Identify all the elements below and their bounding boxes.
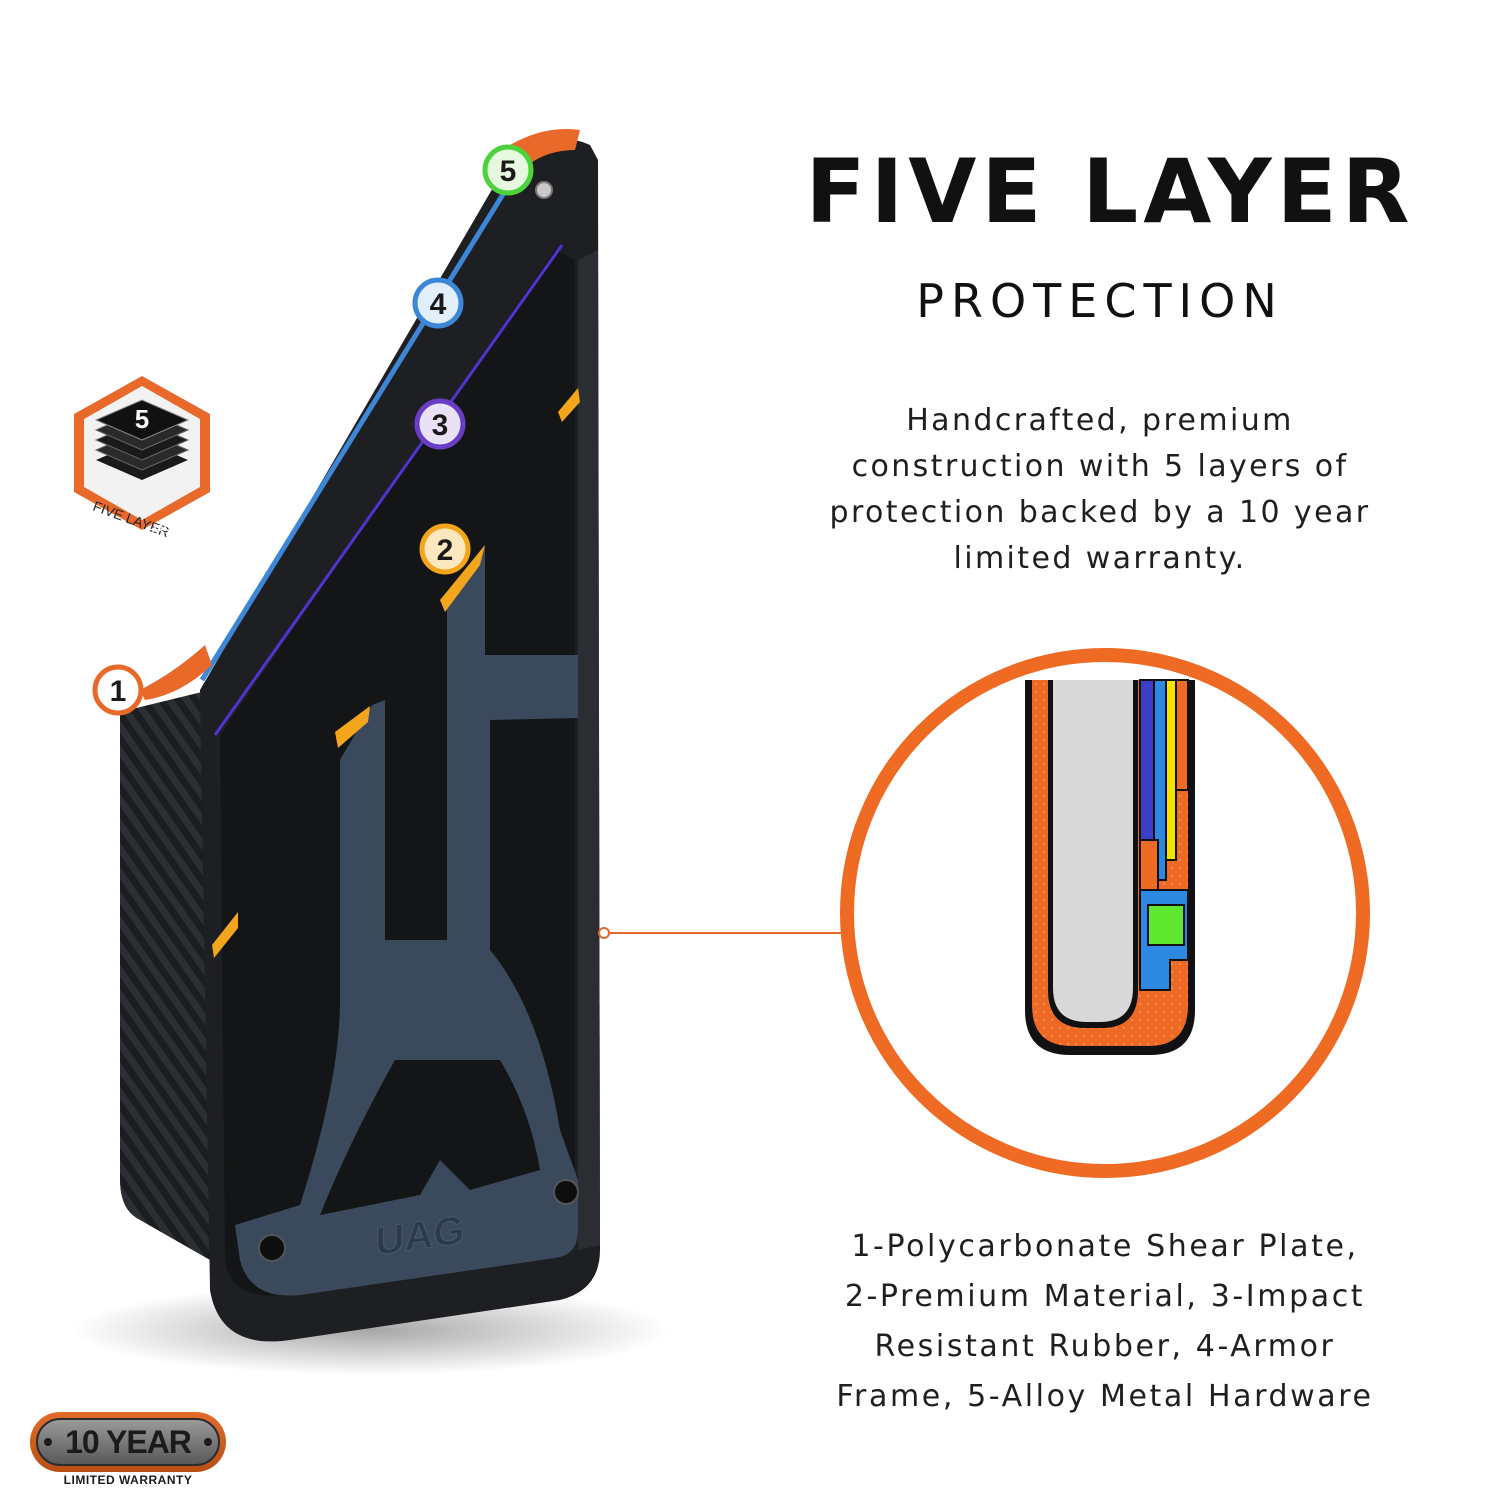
accent-tab	[335, 706, 370, 748]
layers-paragraph: 1-Polycarbonate Shear Plate, 2-Premium M…	[790, 1222, 1420, 1422]
callout-5: 5	[482, 144, 534, 196]
layers-line: Resistant Rubber, 4-Armor	[874, 1329, 1336, 1364]
accent-tab	[558, 388, 580, 422]
armor-frame-cutout	[320, 1060, 540, 1215]
layers-line: Frame, 5-Alloy Metal Hardware	[836, 1379, 1374, 1414]
svg-text:2: 2	[437, 534, 454, 567]
callout-3: 3	[414, 398, 466, 450]
intro-line: limited warranty.	[953, 541, 1247, 576]
warranty-dot-icon	[44, 1438, 52, 1446]
callout-4: 4	[412, 277, 464, 329]
screw-icon	[258, 1234, 286, 1262]
five-layer-badge: 5 FIVE LAYER PROTECTION	[74, 376, 222, 543]
accent-tab	[440, 545, 485, 612]
case-side-grip	[120, 690, 210, 1260]
badge-letter: 5	[135, 404, 149, 434]
screw-icon	[553, 1179, 579, 1205]
layer-line-purple	[213, 244, 564, 736]
layer-line-blue	[199, 173, 518, 682]
intro-line: construction with 5 layers of	[851, 449, 1349, 484]
svg-text:5: 5	[500, 155, 517, 188]
connector-dot	[598, 927, 610, 939]
layers-stack-icon	[94, 399, 190, 480]
intro-paragraph: Handcrafted, premium construction with 5…	[800, 398, 1400, 582]
cross-section-zoom	[840, 648, 1370, 1178]
accent-tab	[212, 912, 238, 958]
warranty-subtitle: LIMITED WARRANTY	[63, 1473, 193, 1487]
page-subtitle: PROTECTION	[916, 274, 1284, 328]
callout-2: 2	[419, 523, 471, 575]
layers-line: 1-Polycarbonate Shear Plate,	[851, 1229, 1359, 1264]
svg-text:4: 4	[430, 288, 447, 321]
page-title: FIVE LAYER	[805, 140, 1415, 243]
warranty-badge-inner	[36, 1418, 220, 1466]
intro-line: protection backed by a 10 year	[829, 495, 1371, 530]
case-right-rail	[578, 250, 600, 1250]
svg-text:1: 1	[110, 675, 127, 708]
svg-text:3: 3	[432, 409, 449, 442]
intro-line: Handcrafted, premium	[906, 403, 1294, 438]
warranty-badge	[30, 1412, 226, 1472]
layers-line: 2-Premium Material, 3-Impact	[844, 1279, 1366, 1314]
warranty-dot-icon	[204, 1438, 212, 1446]
callout-1: 1	[92, 664, 144, 716]
warranty-title: 10 YEAR	[65, 1424, 192, 1460]
orange-bumper-left	[140, 645, 212, 700]
screw-icon	[535, 181, 553, 199]
